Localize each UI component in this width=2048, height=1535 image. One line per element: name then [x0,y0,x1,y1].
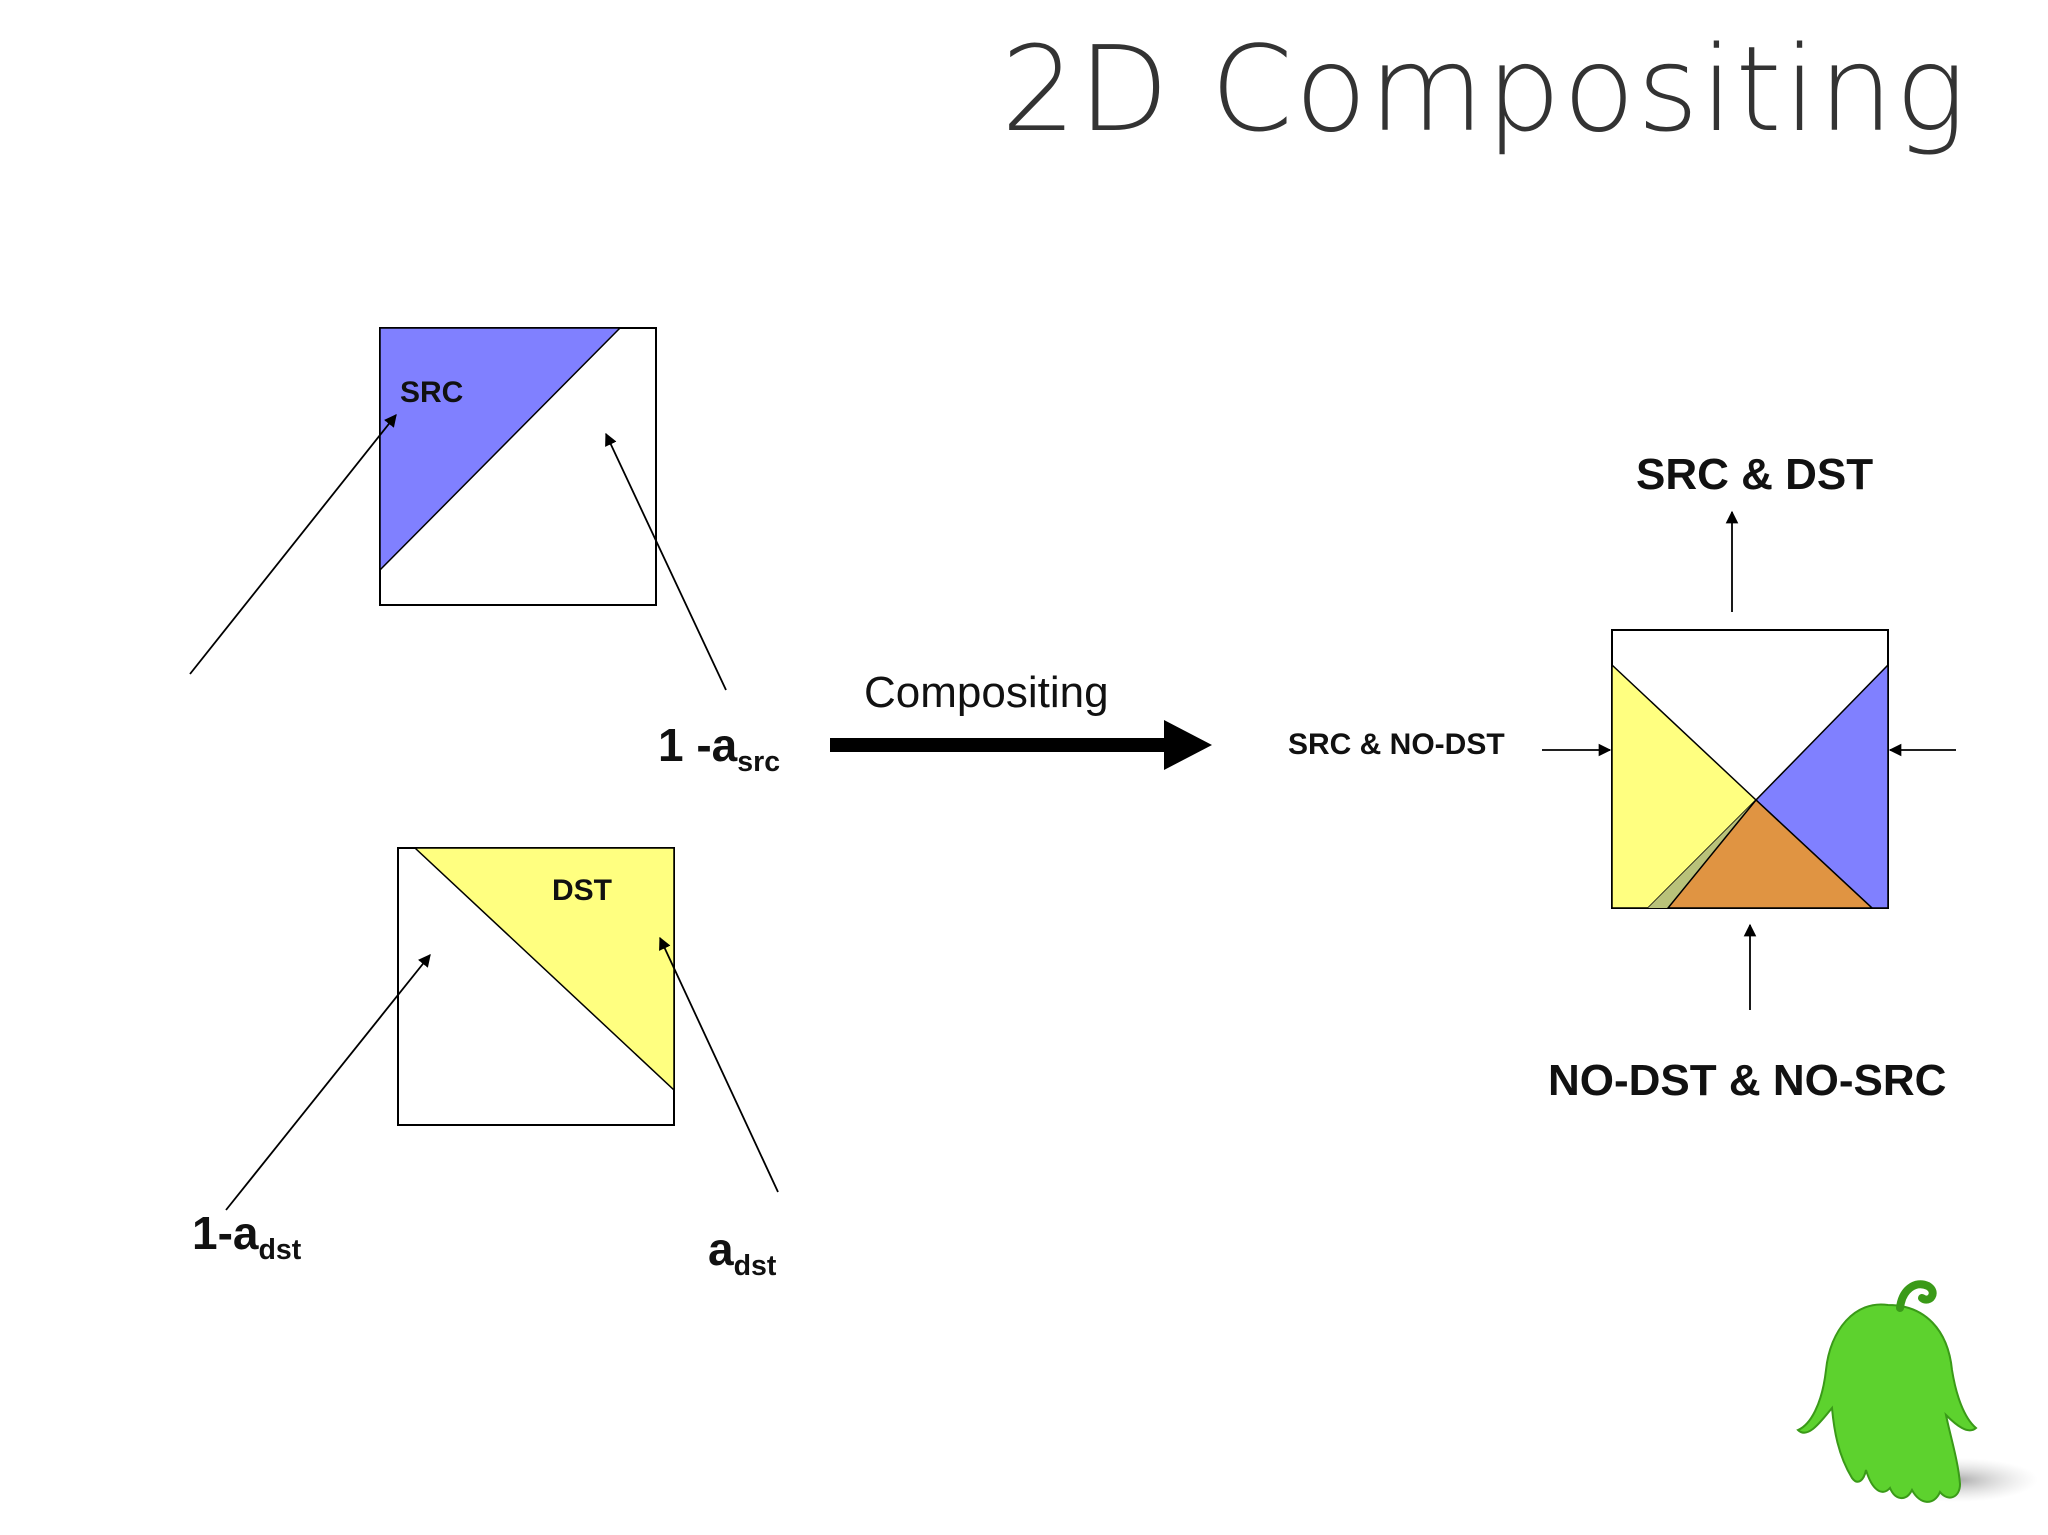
dst-box [225,847,779,1211]
result-box [1542,510,1956,1010]
src-inverse-alpha-label: 1 -asrc [658,718,780,779]
dst-alpha-main: a [708,1223,734,1275]
page-title: 2D Compositing [1001,20,1968,158]
dst-alpha-arrow [659,936,779,1193]
mascot-body [1796,1303,1978,1503]
dst-inverse-alpha-sub: dst [258,1233,302,1266]
dst-inverse-alpha-label: 1-adst [192,1206,301,1267]
src-box [189,327,727,691]
result-left-label: SRC & NO-DST [1288,728,1505,761]
compositing-arrow-head [1164,720,1212,770]
src-inverse-alpha-main: 1 -a [658,719,738,771]
compositing-arrow-shaft [830,738,1170,752]
compositing-label: Compositing [864,668,1109,717]
src-triangle [379,327,622,572]
src-alpha-arrow [189,414,397,675]
mascot-icon [1796,1280,2038,1503]
dst-inverse-alpha-arrow [225,954,431,1211]
src-inverse-alpha-arrow [605,432,727,691]
result-overlap-region [1666,798,1874,909]
src-inverse-alpha-sub: src [737,745,781,778]
mascot-antenna [1896,1280,1937,1312]
result-bottom-label: NO-DST & NO-SRC [1548,1056,1947,1105]
result-blend-strip [1648,800,1756,908]
src-label: SRC [400,376,464,409]
dst-alpha-sub: dst [733,1249,777,1282]
dst-label: DST [552,874,612,907]
dst-alpha-label: adst [708,1222,776,1283]
compositing-arrow [830,720,1212,770]
result-top-label: SRC & DST [1636,450,1874,499]
dst-inverse-alpha-main: 1-a [192,1207,259,1259]
